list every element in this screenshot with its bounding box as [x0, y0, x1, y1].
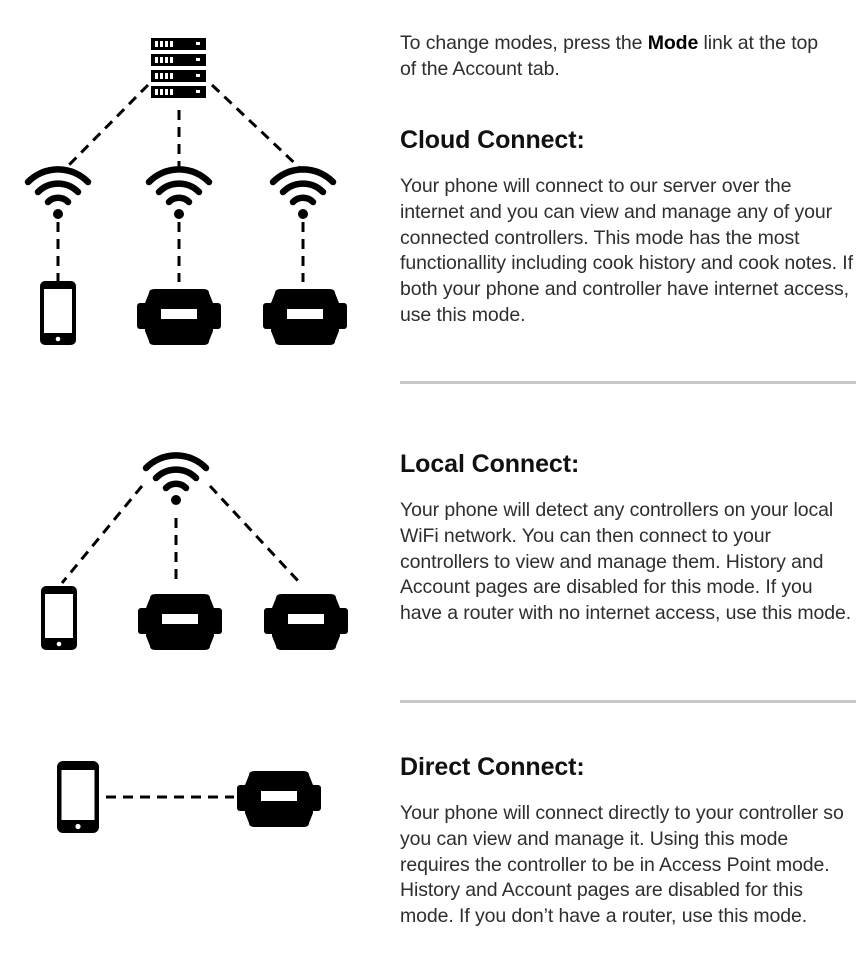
intro-text-after: link at the top of the Account tab. [400, 32, 819, 80]
connection-lines [56, 83, 306, 282]
cloud-connect-description: Your phone will connect to our server ov… [400, 175, 853, 326]
mode-link-label: Mode [647, 32, 699, 54]
section-divider [400, 700, 856, 703]
direct-connect-diagram [0, 755, 380, 845]
local-connect-section: Local Connect: Your phone will detect an… [400, 448, 856, 627]
connection-lines [60, 484, 302, 585]
phone-icon [40, 281, 76, 345]
wifi-icon [146, 455, 206, 505]
direct-connect-description: Your phone will connect directly to your… [400, 802, 844, 928]
direct-connect-heading: Direct Connect: [400, 753, 585, 781]
controller-icon [264, 594, 348, 650]
phone-icon [57, 761, 99, 833]
local-connect-diagram [0, 450, 380, 660]
wifi-icon [149, 169, 209, 219]
cloud-connect-section: Cloud Connect: Your phone will connect t… [400, 124, 856, 329]
local-connect-heading: Local Connect: [400, 450, 580, 478]
cloud-connect-diagram [0, 0, 380, 360]
wifi-icon [273, 169, 333, 219]
controller-icon [138, 594, 222, 650]
controller-icon [237, 771, 321, 827]
intro-text-before: To change modes, press the [400, 32, 648, 54]
controller-icon [263, 289, 347, 345]
intro-text: To change modes, press the Mode link at … [400, 31, 820, 83]
wifi-icon [28, 169, 88, 219]
local-connect-description: Your phone will detect any controllers o… [400, 499, 852, 625]
server-icon [151, 38, 206, 98]
direct-connect-section: Direct Connect: Your phone will connect … [400, 751, 856, 930]
section-divider [400, 381, 856, 384]
controller-icon [137, 289, 221, 345]
cloud-connect-heading: Cloud Connect: [400, 126, 585, 154]
phone-icon [41, 586, 77, 650]
